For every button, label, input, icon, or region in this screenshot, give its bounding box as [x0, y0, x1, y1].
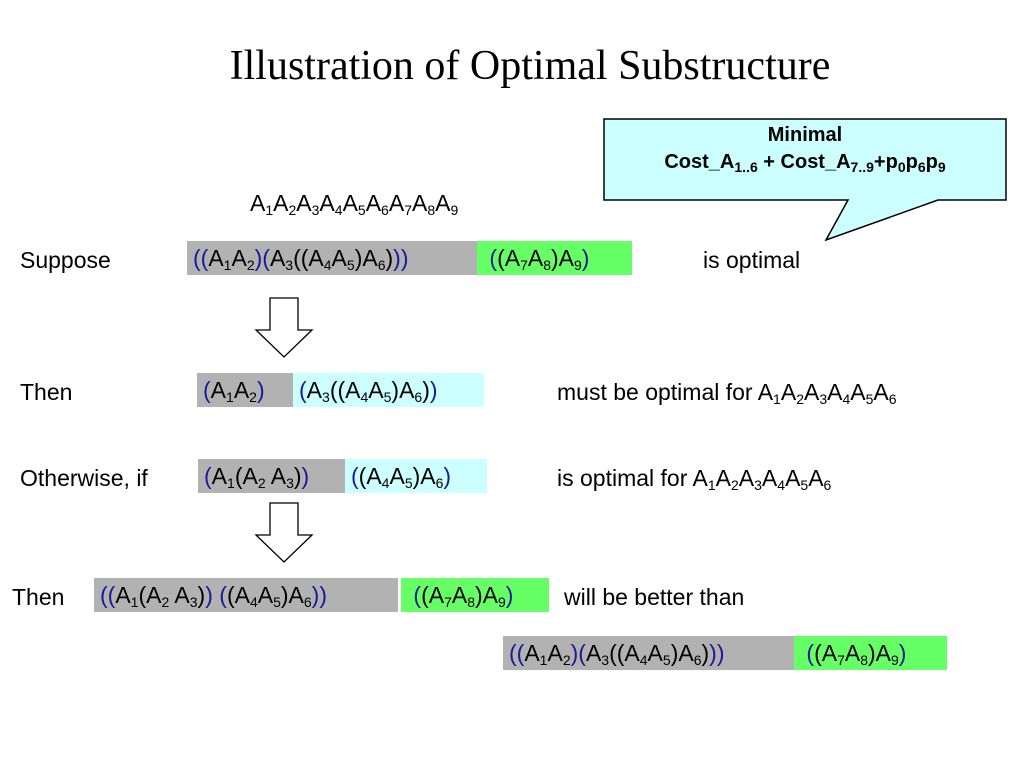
otherwise-if-label: Otherwise, if: [20, 465, 148, 491]
parenthesization-right-7to9: ((A7A8)A9): [477, 241, 632, 275]
suppose-label: Suppose: [20, 247, 111, 273]
down-arrow-icon: [254, 297, 314, 358]
matrix-chain-full: A1A2A3A4A5A6A7A8A9: [250, 190, 459, 218]
then-label-2: Then: [12, 584, 65, 610]
parenthesization-a1a2: (A1A2): [197, 373, 293, 407]
parenthesization-a4-a6: ((A4A5)A6): [345, 459, 487, 493]
parenthesization-left-1to6: ((A1A2)(A3((A4A5)A6))): [187, 241, 477, 275]
will-be-better-text: will be better than: [564, 584, 745, 610]
parenthesization-a3-to-a6: (A3((A4A5)A6)): [293, 373, 484, 407]
callout-text: Minimal Cost_A1..6 + Cost_A7..9+p0p6p9: [606, 122, 1004, 176]
is-optimal-for-text: is optimal for A1A2A3A4A5A6: [557, 465, 832, 493]
parenthesization-better-left: ((A1(A2 A3)) ((A4A5)A6)): [94, 578, 398, 612]
callout-line-2: Cost_A1..6 + Cost_A7..9+p0p6p9: [664, 151, 946, 175]
parenthesization-better-right: ((A7A8)A9): [401, 578, 549, 612]
then-label: Then: [20, 379, 73, 405]
parenthesization-a1-a2a3: (A1(A2 A3)): [198, 459, 345, 493]
is-optimal-text: is optimal: [703, 247, 801, 273]
must-be-optimal-text: must be optimal for A1A2A3A4A5A6: [557, 379, 897, 407]
parenthesization-original-left: ((A1A2)(A3((A4A5)A6))): [503, 636, 794, 670]
down-arrow-icon: [254, 502, 314, 563]
callout-line-1: Minimal: [767, 124, 843, 146]
page-title: Illustration of Optimal Substructure: [229, 43, 831, 89]
parenthesization-original-right: ((A7A8)A9): [794, 636, 947, 670]
